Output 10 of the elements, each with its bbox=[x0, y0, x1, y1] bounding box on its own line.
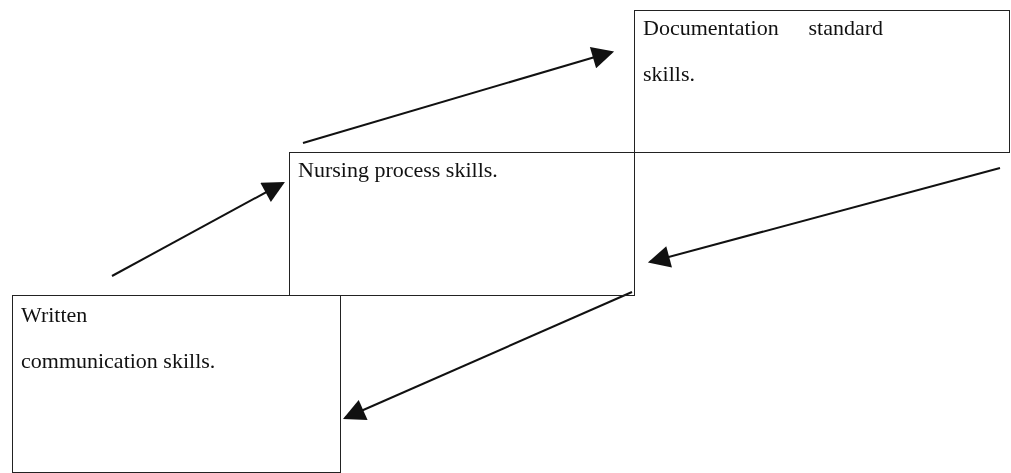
arrow bbox=[302, 47, 615, 144]
process-box bbox=[12, 295, 341, 473]
arrow bbox=[111, 181, 285, 277]
box-label: Documentation standard skills. bbox=[643, 14, 883, 88]
process-box bbox=[289, 152, 635, 296]
process-box bbox=[634, 10, 1010, 153]
box-label: Nursing process skills. bbox=[298, 156, 499, 184]
arrow bbox=[647, 167, 1001, 268]
arrow bbox=[343, 291, 633, 421]
box-label: Written communication skills. bbox=[21, 301, 217, 375]
